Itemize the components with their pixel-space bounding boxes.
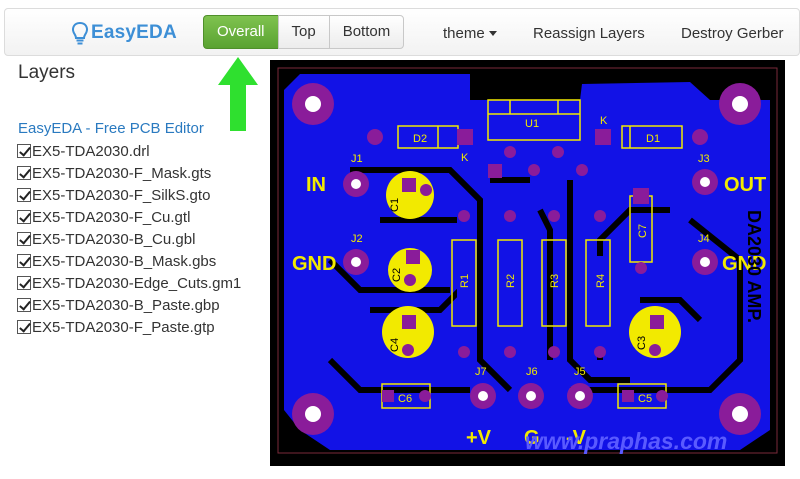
component-pads [382, 188, 668, 402]
label-gnd-right: GND [722, 253, 766, 275]
layer-label: EX5-TDA2030-F_SilkS.gto [32, 186, 211, 204]
label-j2: J2 [351, 233, 363, 245]
layer-checkbox[interactable] [17, 232, 31, 246]
view-top-button[interactable]: Top [277, 15, 330, 49]
mounting-holes [292, 83, 761, 435]
free-pcb-editor-link[interactable]: EasyEDA - Free PCB Editor [18, 120, 204, 137]
bulb-icon [72, 21, 88, 45]
layer-item[interactable]: EX5-TDA2030-F_SilkS.gto [17, 184, 241, 206]
view-bottom-button[interactable]: Bottom [328, 15, 405, 49]
layer-checkbox[interactable] [17, 166, 31, 180]
layer-checkbox[interactable] [17, 254, 31, 268]
layer-label: EX5-TDA2030.drl [32, 142, 150, 160]
layer-checkbox[interactable] [17, 320, 31, 334]
label-d1: D1 [646, 133, 660, 145]
u1-package [487, 99, 581, 141]
pcb-board-view[interactable]: U1 D1 D2 K K J1 J2 J3 J4 J5 J6 J7 C6 C5 … [270, 60, 785, 466]
view-overall-button[interactable]: Overall [203, 15, 279, 49]
layer-label: EX5-TDA2030-B_Mask.gbs [32, 252, 217, 270]
layer-label: EX5-TDA2030-B_Paste.gbp [32, 296, 220, 314]
layer-item[interactable]: EX5-TDA2030-B_Cu.gbl [17, 228, 241, 250]
label-c2: C2 [391, 268, 403, 282]
capacitor-labels: C1 C2 C3 C4 [389, 198, 648, 352]
label-j3: J3 [698, 153, 710, 165]
label-c3: C3 [636, 336, 648, 350]
layer-label: EX5-TDA2030-F_Cu.gtl [32, 208, 191, 226]
caret-down-icon [488, 30, 497, 36]
label-u1: U1 [525, 118, 539, 130]
label-j6: J6 [526, 366, 538, 378]
layer-item[interactable]: EX5-TDA2030-F_Paste.gtp [17, 316, 241, 338]
label-d2: D2 [413, 133, 427, 145]
layer-list: EX5-TDA2030.drl EX5-TDA2030-F_Mask.gts E… [17, 140, 241, 338]
label-out: OUT [724, 174, 766, 196]
view-button-group: Overall Top Bottom [203, 15, 405, 49]
label-in: IN [306, 174, 326, 196]
label-c5: C5 [638, 393, 652, 405]
label-plus-v: +V [466, 427, 492, 449]
layer-item[interactable]: EX5-TDA2030-B_Paste.gbp [17, 294, 241, 316]
label-j4: J4 [698, 233, 710, 245]
layer-label: EX5-TDA2030-F_Mask.gts [32, 164, 212, 182]
label-k-left: K [461, 152, 469, 164]
layer-item[interactable]: EX5-TDA2030-F_Mask.gts [17, 162, 241, 184]
label-r3: R3 [549, 274, 561, 288]
label-k-right: K [600, 115, 608, 127]
watermark-text: www.praphas.com [525, 428, 727, 454]
label-g: G [524, 427, 540, 449]
capacitor-outlines [382, 171, 681, 358]
layers-heading: Layers [18, 62, 76, 83]
diode-pads [367, 129, 708, 145]
mirrored-board-title: DA2030 AMP. [744, 210, 764, 323]
label-r4: R4 [595, 274, 607, 288]
label-c4: C4 [389, 338, 401, 352]
layer-item[interactable]: EX5-TDA2030-F_Cu.gtl [17, 206, 241, 228]
copper-traces [457, 216, 607, 350]
layer-checkbox[interactable] [17, 210, 31, 224]
layer-item[interactable]: EX5-TDA2030-Edge_Cuts.gm1 [17, 272, 241, 294]
destroy-gerber-link[interactable]: Destroy Gerber [681, 25, 784, 42]
label-minus-v: -V [566, 427, 587, 449]
reassign-layers-link[interactable]: Reassign Layers [533, 25, 645, 42]
label-r2: R2 [505, 274, 517, 288]
connector-labels: IN GND OUT GND +V G -V [292, 174, 766, 449]
label-j5: J5 [574, 366, 586, 378]
layer-label: EX5-TDA2030-B_Cu.gbl [32, 230, 196, 248]
layer-checkbox[interactable] [17, 144, 31, 158]
layer-label: EX5-TDA2030-F_Paste.gtp [32, 318, 215, 336]
label-c1: C1 [389, 198, 401, 212]
theme-dropdown[interactable]: theme [443, 25, 497, 43]
layer-checkbox[interactable] [17, 276, 31, 290]
label-c7: C7 [637, 224, 649, 238]
label-c6: C6 [398, 393, 412, 405]
green-arrow-icon [218, 57, 258, 131]
label-j7: J7 [475, 366, 487, 378]
u1-pins [488, 146, 588, 178]
top-navbar: EasyEDA Overall Top Bottom theme Reassig… [4, 8, 800, 56]
connector-pads [343, 169, 718, 409]
layer-item[interactable]: EX5-TDA2030.drl [17, 140, 241, 162]
layer-checkbox[interactable] [17, 298, 31, 312]
label-gnd-left: GND [292, 253, 336, 275]
theme-label: theme [443, 25, 485, 42]
logo-text: EasyEDA [91, 22, 177, 43]
board-edge [277, 67, 778, 454]
easyeda-logo[interactable]: EasyEDA [69, 21, 177, 45]
layer-label: EX5-TDA2030-Edge_Cuts.gm1 [32, 274, 242, 292]
silkscreen-labels: U1 D1 D2 K K J1 J2 J3 J4 J5 J6 J7 C6 C5 … [351, 115, 710, 405]
layer-item[interactable]: EX5-TDA2030-B_Mask.gbs [17, 250, 241, 272]
layer-checkbox[interactable] [17, 188, 31, 202]
label-r1: R1 [459, 274, 471, 288]
label-j1: J1 [351, 153, 363, 165]
